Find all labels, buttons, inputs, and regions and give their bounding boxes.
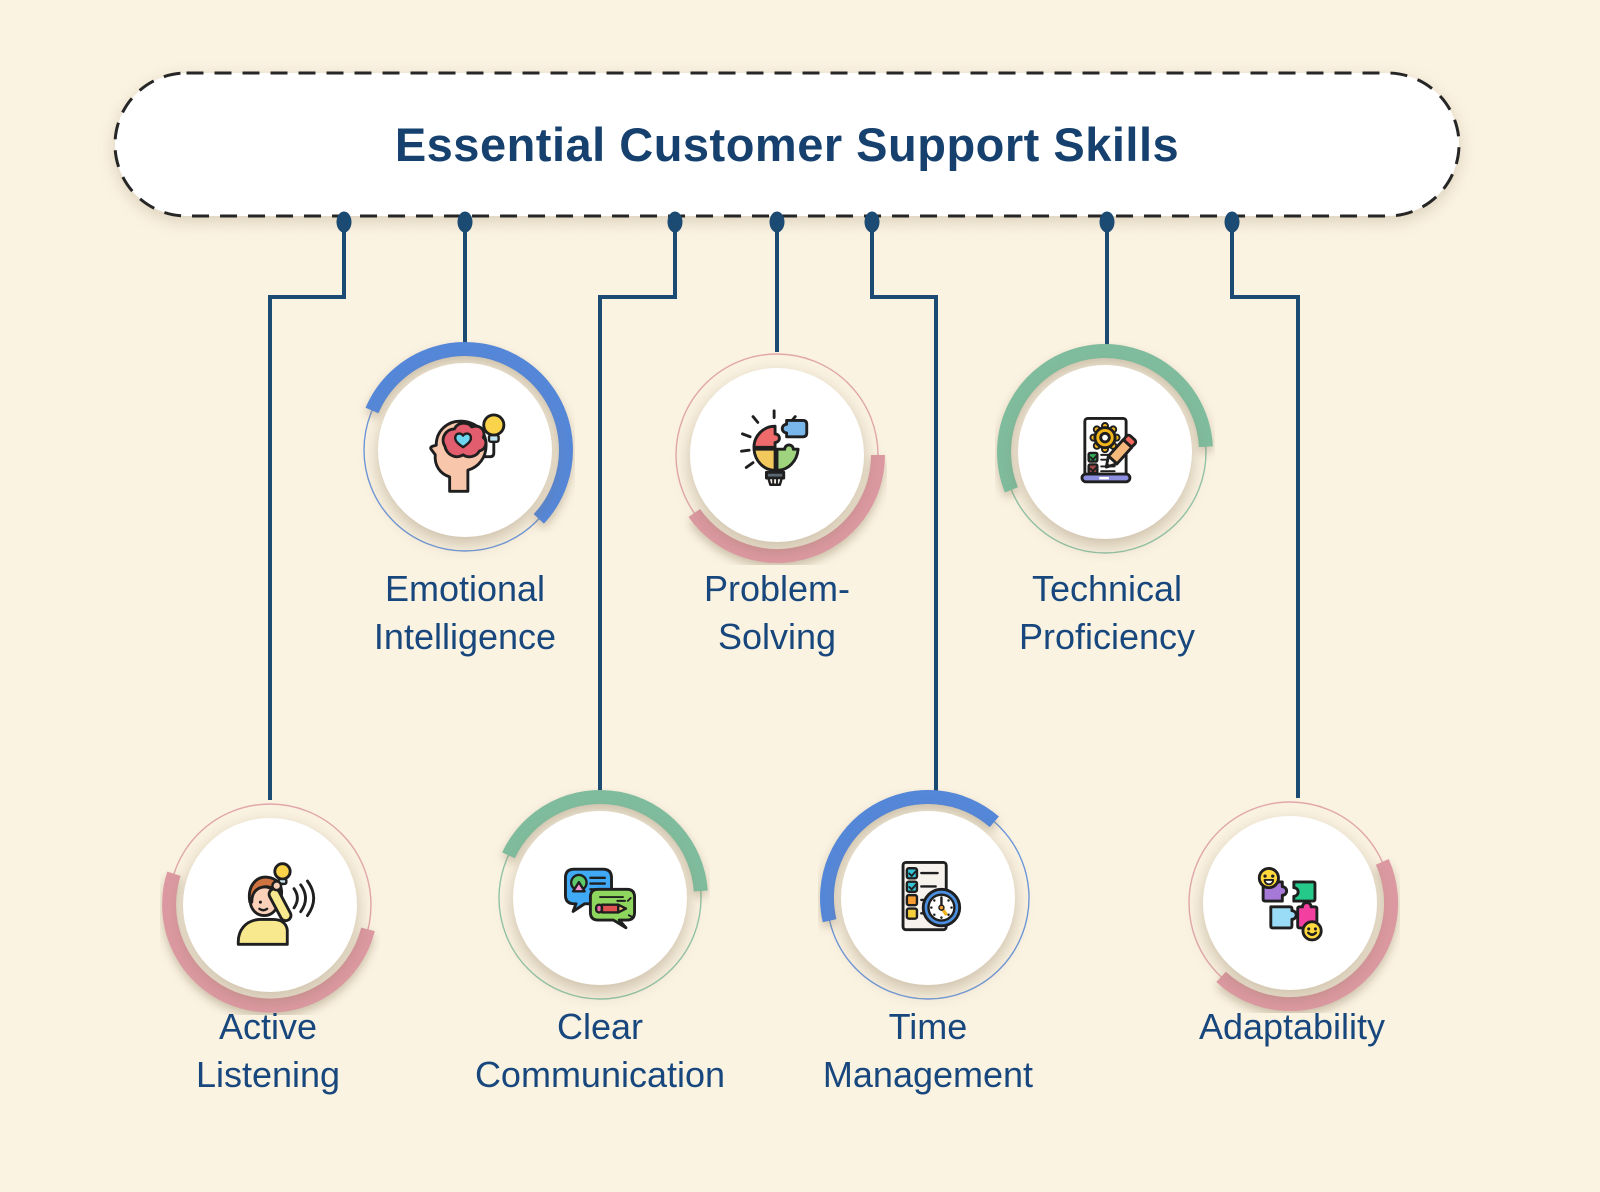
dot [667, 211, 683, 233]
puzzle-lightbulb-icon [740, 409, 809, 486]
dot [336, 211, 352, 233]
progress-ring [675, 353, 885, 563]
skill-node-time-management [818, 788, 1038, 1008]
document-gear-pencil-icon [1080, 416, 1138, 484]
puzzle-smileys-icon [1257, 867, 1323, 942]
skill-label-problem-solving: Problem- Solving [703, 568, 851, 657]
skill-label-active-listening: Active Listening [195, 1006, 341, 1095]
skill-node-active-listening [160, 795, 380, 1015]
progress-ring [363, 342, 573, 552]
dot [769, 211, 785, 233]
connector-active-listening [268, 222, 346, 800]
person-listening-icon [236, 862, 316, 946]
dot [1224, 211, 1240, 233]
skill-node-emotional-intelligence [355, 340, 575, 560]
progress-ring [162, 803, 375, 1013]
connector-time-management [870, 222, 938, 793]
progress-ring [997, 344, 1213, 554]
page-title: Essential Customer Support Skills [394, 118, 1180, 171]
head-brain-heart-lightbulb-icon [429, 413, 506, 493]
chat-bubbles-icon [564, 867, 637, 930]
dot [1099, 211, 1115, 233]
skill-label-technical-proficiency: Technical Proficiency [1018, 568, 1196, 657]
connector-dots [336, 211, 1240, 233]
connector-adaptability [1230, 222, 1300, 798]
skill-label-time-management: Time Management [822, 1006, 1034, 1095]
skill-node-technical-proficiency [995, 342, 1215, 562]
dot [864, 211, 880, 233]
skill-node-adaptability [1180, 793, 1400, 1013]
checklist-clock-icon [901, 861, 962, 932]
skill-label-adaptability: Adaptability [1198, 1006, 1386, 1047]
progress-ring [1188, 801, 1399, 1012]
dot [457, 211, 473, 233]
skill-label-clear-communication: Clear Communication [474, 1006, 726, 1095]
progress-ring [498, 789, 708, 1000]
skill-node-problem-solving [667, 345, 887, 565]
progress-ring [820, 790, 1030, 1000]
title-pill [113, 71, 1461, 218]
skill-label-emotional-intelligence: Emotional Intelligence [373, 568, 557, 657]
skill-node-clear-communication [490, 788, 710, 1008]
connector-clear-communication [598, 222, 677, 793]
